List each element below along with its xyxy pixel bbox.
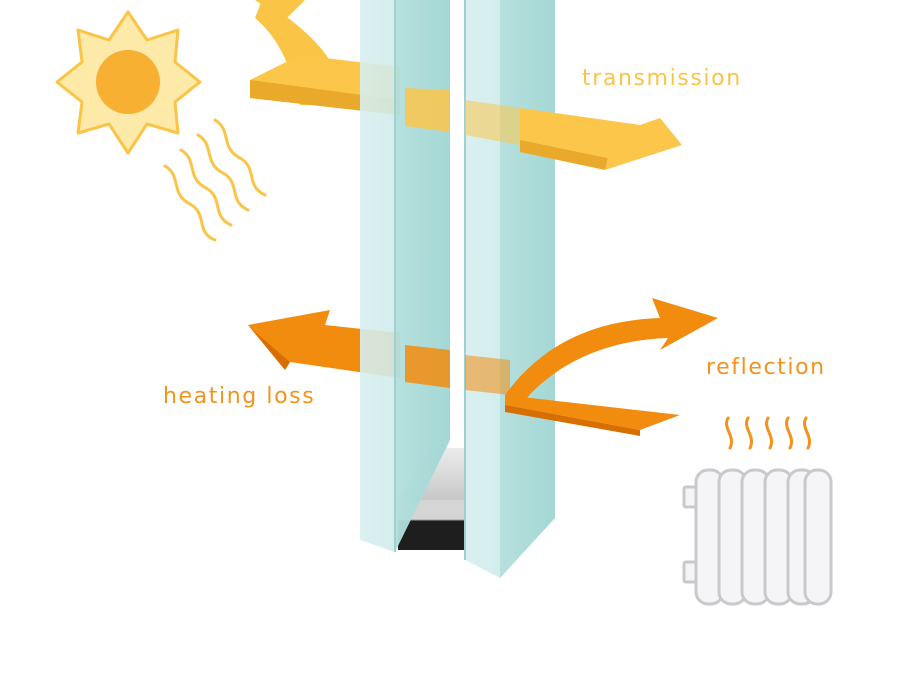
radiator-heat-icon bbox=[725, 416, 811, 450]
sun-icon bbox=[55, 10, 202, 155]
radiator-icon bbox=[682, 468, 833, 606]
glass-pane-inner bbox=[360, 0, 450, 552]
label-transmission: transmission bbox=[582, 66, 742, 91]
label-heating-loss: heating loss bbox=[163, 384, 316, 409]
transmission-arrow-right-part bbox=[405, 88, 682, 170]
glass-pane-outer bbox=[464, 0, 555, 578]
label-reflection: reflection bbox=[706, 355, 826, 380]
heat-wave-icon bbox=[163, 118, 267, 242]
heating-loss-arrow-center bbox=[405, 345, 510, 395]
reflection-arrow bbox=[505, 298, 718, 436]
